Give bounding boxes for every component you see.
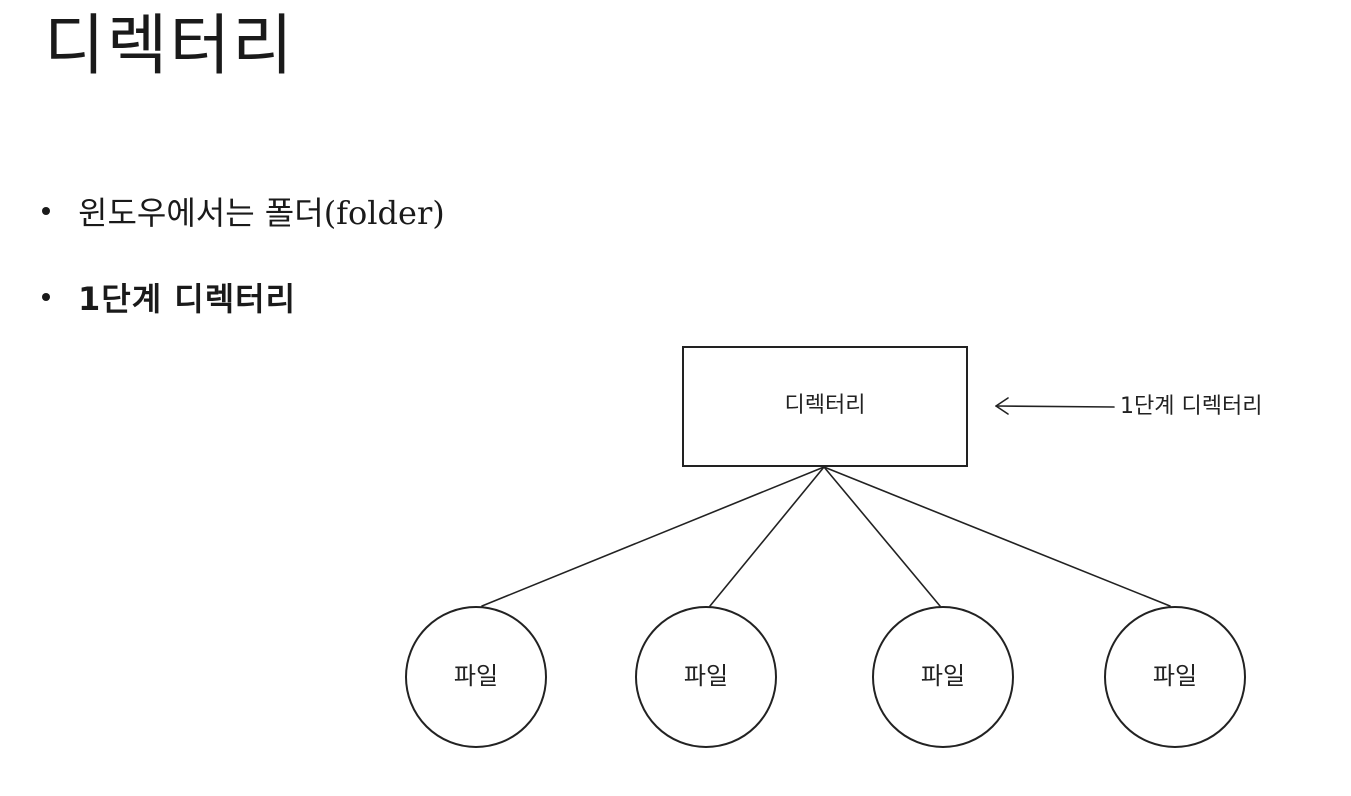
file-label: 파일 — [1153, 662, 1197, 690]
slide-title: 디렉터리 — [44, 7, 295, 84]
bullet-item-folder: 윈도우에서는 폴더(folder) — [40, 168, 445, 254]
arrow-left-icon — [995, 397, 1009, 415]
edge-line — [823, 466, 1171, 607]
directory-label: 디렉터리 — [785, 393, 866, 418]
bullet-item-single-level: 1단계 디렉터리 — [40, 254, 445, 340]
bullet-dot-icon — [42, 293, 50, 301]
file-node — [872, 606, 1014, 748]
annotation-label: 1단계 디렉터리 — [1120, 394, 1262, 419]
bullet-text: 윈도우에서는 폴더(folder) — [78, 194, 445, 232]
edge-line — [823, 466, 941, 607]
annotation-arrow-line — [995, 405, 1115, 408]
edge-line — [709, 466, 825, 607]
directory-box — [682, 346, 968, 467]
bullet-dot-icon — [42, 207, 50, 215]
bullet-text: 1단계 디렉터리 — [78, 280, 297, 318]
file-label: 파일 — [684, 662, 728, 690]
file-node — [1104, 606, 1246, 748]
file-node — [405, 606, 547, 748]
file-label: 파일 — [921, 662, 965, 690]
edge-line — [481, 466, 825, 607]
file-node — [635, 606, 777, 748]
bullet-list: 윈도우에서는 폴더(folder) 1단계 디렉터리 — [40, 168, 445, 340]
file-label: 파일 — [454, 662, 498, 690]
